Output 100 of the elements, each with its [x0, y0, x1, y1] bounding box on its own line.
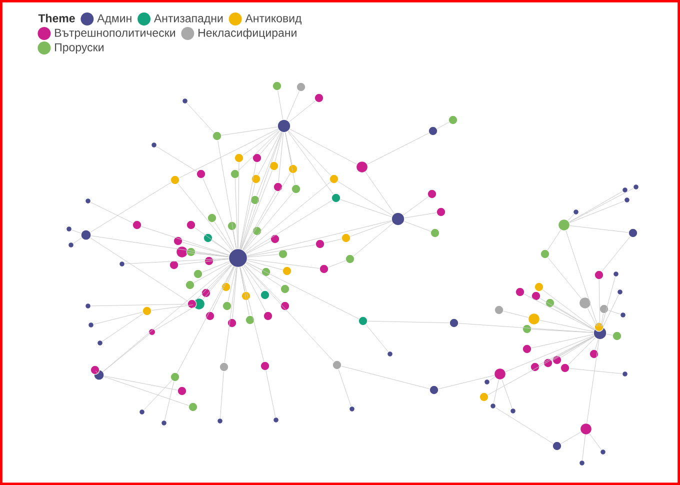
graph-node — [205, 311, 215, 321]
link-line — [458, 323, 594, 333]
graph-node — [228, 248, 248, 268]
graph-node — [176, 246, 188, 258]
link-line — [256, 132, 282, 196]
link-line — [288, 131, 334, 194]
link-line — [290, 128, 357, 164]
link-line — [151, 304, 194, 311]
link-line — [340, 199, 392, 218]
graph-node — [515, 287, 525, 297]
graph-node — [628, 228, 638, 238]
link-line — [194, 262, 230, 283]
graph-node — [387, 351, 393, 357]
link-line — [202, 178, 234, 250]
link-line — [94, 312, 143, 325]
link-line — [246, 260, 283, 270]
graph-node — [270, 234, 280, 244]
graph-node — [251, 174, 261, 184]
graph-node — [97, 340, 103, 346]
link-line — [246, 262, 360, 320]
graph-node — [531, 291, 541, 301]
link-line — [242, 190, 276, 250]
graph-node — [349, 406, 355, 412]
link-line — [278, 132, 284, 183]
link-line — [194, 227, 230, 253]
graph-node — [85, 303, 91, 309]
graph-node — [540, 249, 550, 259]
link-line — [232, 230, 236, 249]
link-line — [568, 191, 623, 222]
graph-node — [329, 174, 339, 184]
link-line — [602, 276, 616, 327]
link-line — [182, 242, 230, 256]
link-line — [124, 258, 229, 264]
link-line — [404, 221, 431, 232]
graph-node — [288, 164, 298, 174]
graph-node — [227, 221, 237, 231]
link-line — [602, 294, 619, 328]
graph-node — [522, 344, 532, 354]
link-line — [568, 337, 596, 365]
link-line — [569, 368, 622, 374]
link-line — [72, 230, 82, 234]
graph-node — [449, 318, 459, 328]
graph-node — [219, 362, 229, 372]
graph-node — [558, 219, 570, 231]
link-line — [228, 266, 235, 283]
legend-title: Theme — [38, 14, 75, 22]
graph-node — [494, 305, 504, 315]
link-line — [195, 264, 232, 301]
link-line — [365, 172, 394, 214]
graph-node — [633, 184, 639, 190]
link-line — [244, 192, 294, 251]
legend-label: Антизападни — [154, 14, 223, 25]
link-line — [570, 225, 629, 233]
link-line — [247, 244, 316, 257]
link-line — [246, 200, 332, 254]
link-line — [246, 262, 282, 287]
link-line — [214, 222, 234, 250]
link-line — [538, 336, 594, 366]
graph-node — [613, 271, 619, 277]
graph-node — [291, 184, 301, 194]
link-line — [243, 265, 262, 292]
link-line — [548, 257, 582, 299]
graph-node — [427, 189, 437, 199]
graph-node — [85, 198, 91, 204]
graph-node — [528, 313, 540, 325]
link-line — [438, 375, 494, 390]
legend-label: Проруски — [55, 43, 104, 54]
graph-node — [622, 187, 628, 193]
link-line — [600, 313, 604, 327]
graph-node — [188, 402, 198, 412]
graph-node — [282, 266, 292, 276]
link-line — [495, 407, 554, 444]
graph-node — [522, 324, 532, 334]
graph-node — [161, 420, 167, 426]
graph-node — [66, 226, 72, 232]
graph-node — [315, 239, 325, 249]
graph-node — [169, 260, 179, 270]
link-line — [540, 320, 594, 332]
graph-node — [552, 441, 562, 451]
link-line — [560, 432, 582, 444]
link-line — [164, 381, 174, 420]
legend-label: Некласифицирани — [198, 28, 296, 40]
graph-node — [80, 230, 92, 240]
graph-node — [622, 371, 628, 377]
link-line — [582, 434, 586, 460]
link-line — [202, 265, 232, 300]
link-line — [247, 254, 279, 258]
link-line — [240, 204, 254, 250]
link-line — [240, 266, 264, 362]
link-line — [260, 130, 280, 155]
link-line — [102, 334, 150, 372]
link-line — [245, 182, 331, 252]
graph-node — [170, 372, 180, 382]
graph-node — [391, 212, 405, 226]
link-line — [602, 236, 630, 272]
link-line — [241, 170, 273, 250]
link-line — [240, 267, 250, 316]
link-line — [195, 252, 229, 258]
link-line — [90, 238, 188, 302]
graph-node — [358, 316, 368, 326]
